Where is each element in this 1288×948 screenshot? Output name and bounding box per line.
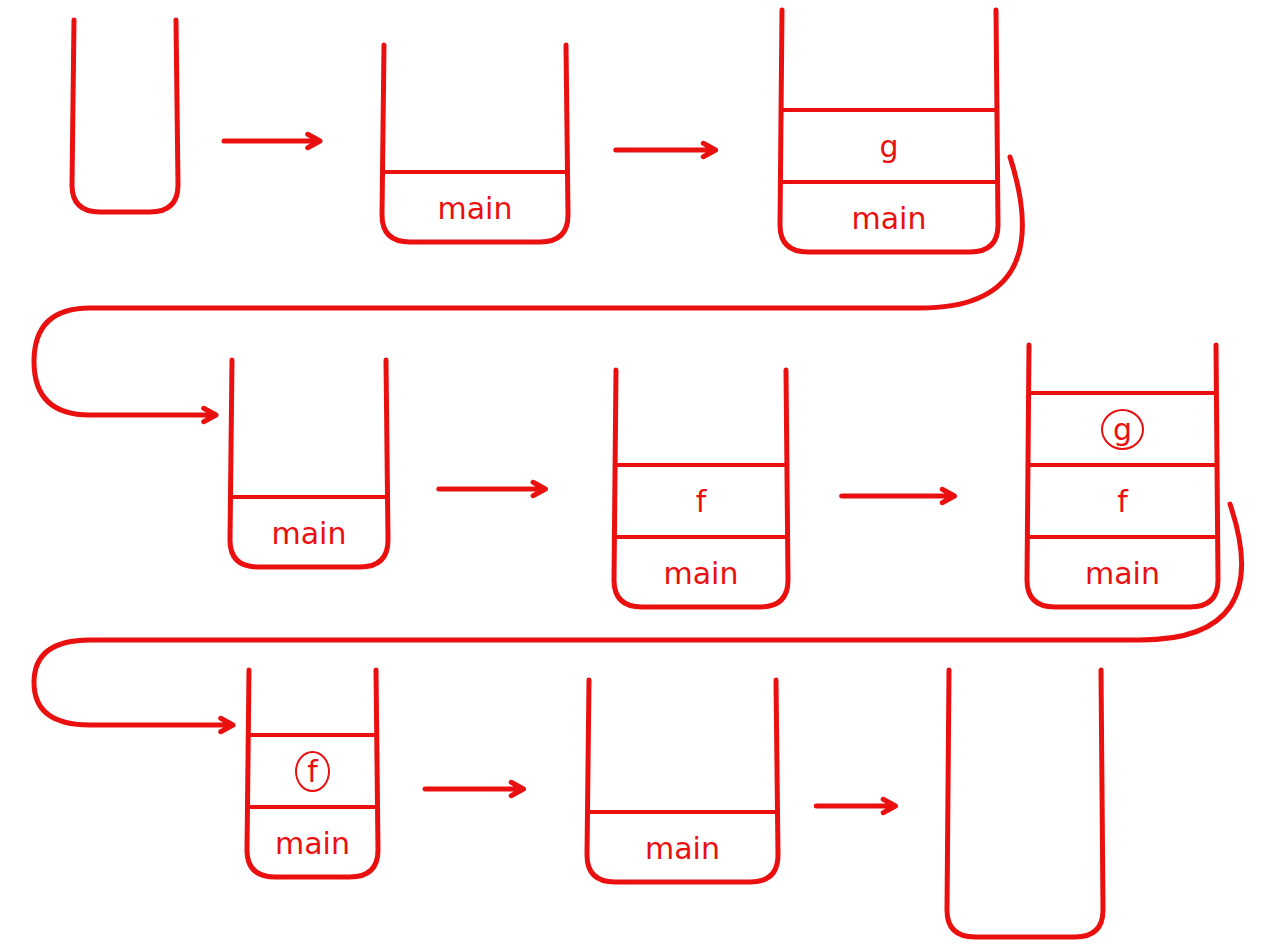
call-stack: main f: [612, 370, 790, 610]
stack-frame: f: [615, 463, 787, 535]
transition-arrow: [224, 134, 320, 147]
transition-arrow: [816, 799, 895, 812]
stack-frame: main: [383, 170, 567, 242]
stack-outline-path: [587, 680, 778, 882]
call-stack: main: [585, 680, 780, 885]
frame-label: main: [272, 517, 347, 550]
stack-frame: g: [1028, 391, 1217, 463]
stack-outline-path: [382, 45, 568, 242]
stack-frame: main: [781, 180, 997, 252]
call-stack: main: [380, 45, 570, 245]
frame-label: g: [879, 130, 898, 163]
transition-arrow: [34, 504, 1242, 732]
stack-outline-path: [230, 360, 388, 567]
transition-arrow: [34, 157, 1022, 422]
stack-frame: g: [781, 108, 997, 180]
stack-outline-path: [947, 670, 1103, 937]
transition-arrow: [425, 782, 523, 795]
frame-label: main: [438, 192, 513, 225]
call-stack: main f: [245, 670, 380, 880]
stack-frame: main: [615, 535, 787, 607]
stack-frame: f: [248, 733, 377, 805]
call-stack: [70, 20, 180, 215]
frame-label: main: [1085, 557, 1160, 590]
stack-outline-path: [72, 20, 178, 212]
frame-label: main: [852, 202, 927, 235]
call-stack: main f g: [1025, 345, 1220, 610]
stack-frame: main: [1028, 535, 1217, 607]
frame-label: main: [645, 832, 720, 865]
frame-label: f: [696, 485, 707, 518]
stack-outline-path: [247, 670, 378, 877]
frame-label: f: [1117, 485, 1128, 518]
transition-arrow: [439, 482, 546, 495]
stack-outline: [70, 20, 180, 215]
call-stack: [945, 670, 1105, 940]
call-stack: main: [228, 360, 390, 570]
frame-label: g: [1101, 409, 1144, 450]
stack-outline-path: [614, 370, 788, 607]
transition-arrow: [842, 489, 955, 502]
stack-outline-path: [780, 10, 998, 252]
stack-frame: main: [248, 805, 377, 877]
stack-frame: main: [588, 810, 777, 882]
call-stack: main g: [778, 10, 1000, 255]
frame-label: main: [664, 557, 739, 590]
stack-frame: f: [1028, 463, 1217, 535]
stack-outline: [945, 670, 1105, 940]
frame-label: main: [275, 827, 350, 860]
stack-outline-path: [1027, 345, 1218, 607]
stack-frame: main: [231, 495, 387, 567]
frame-label: f: [295, 751, 330, 792]
transition-arrow: [616, 143, 716, 156]
